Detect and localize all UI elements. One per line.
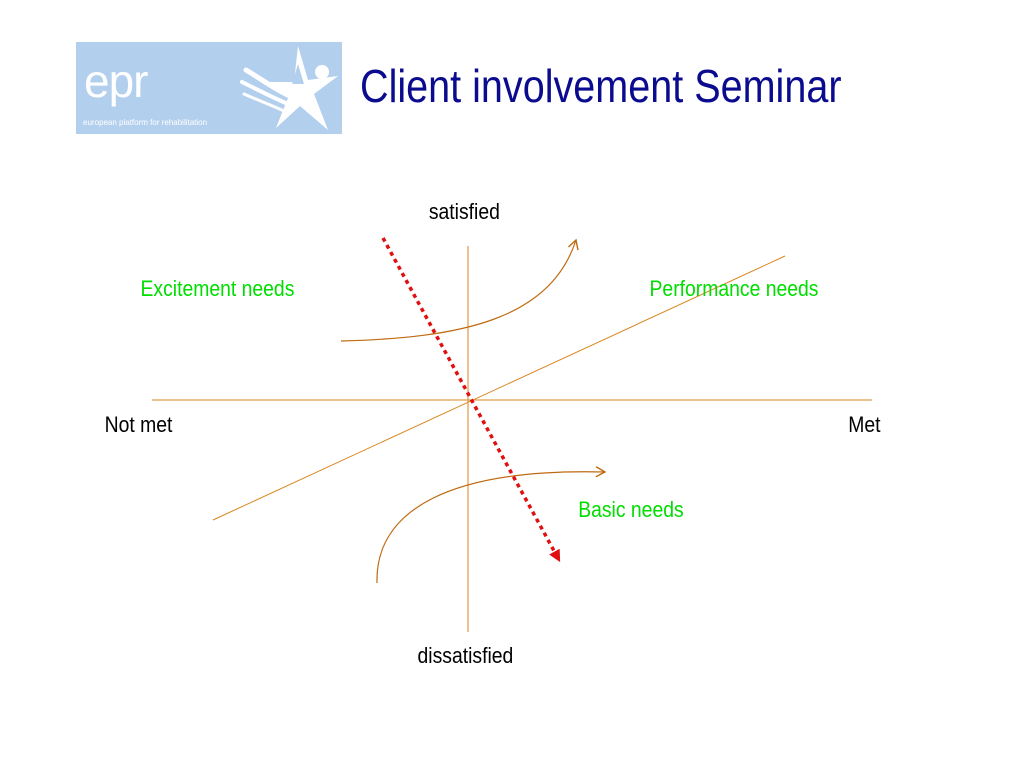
basic-needs-curve xyxy=(376,466,607,584)
trend-arrow xyxy=(381,237,561,563)
axis-label-satisfied: satisfied xyxy=(428,199,500,224)
axis-label-met: Met xyxy=(848,412,881,437)
label-basic-needs: Basic needs xyxy=(578,497,684,522)
axis-label-not-met: Not met xyxy=(104,412,173,437)
label-excitement-needs: Excitement needs xyxy=(140,276,295,301)
performance-needs-line xyxy=(212,255,786,521)
epr-logo: epr european platform for rehabilitation xyxy=(76,42,342,134)
slide-title: Client involvement Seminar xyxy=(360,60,842,112)
star-figure-icon xyxy=(240,46,338,130)
logo-tagline: european platform for rehabilitation xyxy=(83,118,208,127)
logo-wordmark: epr xyxy=(84,55,148,107)
excitement-needs-curve xyxy=(340,238,579,342)
label-performance-needs: Performance needs xyxy=(649,276,819,301)
axis-label-dissatisfied: dissatisfied xyxy=(417,643,514,668)
